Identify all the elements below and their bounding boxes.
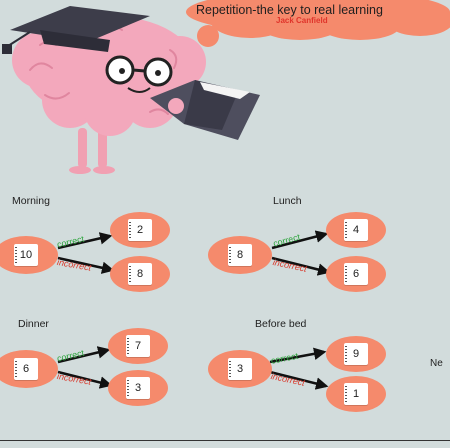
- next-label-truncated: Ne: [430, 358, 443, 369]
- correct-node-before-bed: 9: [326, 336, 386, 372]
- incorrect-card: 8: [128, 263, 152, 285]
- source-card: 10: [14, 244, 38, 266]
- incorrect-node-before-bed: 1: [326, 376, 386, 412]
- quote-text: Repetition-the key to real learning: [196, 3, 383, 17]
- quote-author: Jack Canfield: [276, 16, 328, 25]
- source-node-morning: 10: [0, 236, 58, 274]
- correct-node-lunch: 4: [326, 212, 386, 248]
- group-label-before-bed: Before bed: [255, 318, 307, 330]
- brain-mascot-illustration: [2, 6, 260, 174]
- correct-node-dinner: 7: [108, 328, 168, 364]
- correct-card: 2: [128, 219, 152, 241]
- source-node-lunch: 8: [208, 236, 272, 274]
- group-label-morning: Morning: [12, 195, 50, 207]
- correct-node-morning: 2: [110, 212, 170, 248]
- source-card: 8: [228, 244, 252, 266]
- correct-card: 7: [126, 335, 150, 357]
- incorrect-card: 3: [126, 377, 150, 399]
- incorrect-node-dinner: 3: [108, 370, 168, 406]
- group-label-lunch: Lunch: [273, 195, 302, 207]
- group-label-dinner: Dinner: [18, 318, 49, 330]
- incorrect-card: 1: [344, 383, 368, 405]
- correct-card: 4: [344, 219, 368, 241]
- correct-card: 9: [344, 343, 368, 365]
- incorrect-card: 6: [344, 263, 368, 285]
- incorrect-node-lunch: 6: [326, 256, 386, 292]
- source-node-before-bed: 3: [208, 350, 272, 388]
- source-card: 3: [228, 358, 252, 380]
- source-card: 6: [14, 358, 38, 380]
- footer-divider: [0, 440, 450, 441]
- incorrect-node-morning: 8: [110, 256, 170, 292]
- source-node-dinner: 6: [0, 350, 58, 388]
